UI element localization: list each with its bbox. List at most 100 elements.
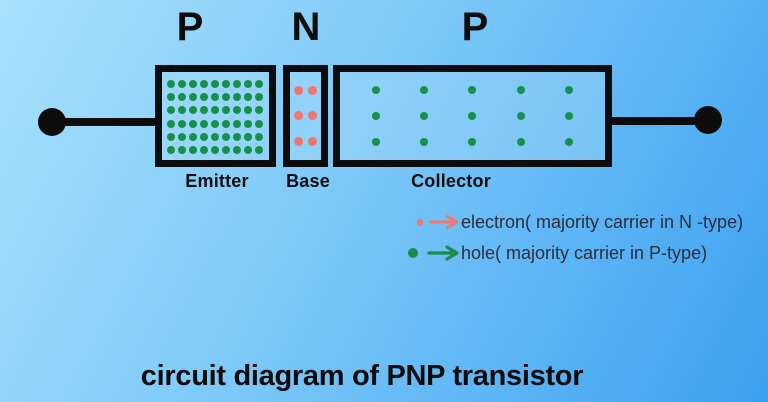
electron-dot	[307, 136, 317, 146]
hole-dot	[244, 146, 253, 155]
hole-dot	[177, 79, 186, 88]
hole-dot	[222, 79, 231, 88]
hole-dot	[177, 119, 186, 128]
emitter-region-box	[155, 65, 276, 167]
electron-dot	[294, 86, 304, 96]
right-lead-wire	[609, 117, 709, 125]
hole-dot	[177, 146, 186, 155]
hole-dot	[564, 112, 573, 120]
electron-dot	[307, 86, 317, 96]
hole-dot	[210, 106, 219, 115]
base-name-label: Base	[286, 171, 330, 191]
hole-dot	[244, 79, 253, 88]
hole-dot	[468, 86, 477, 94]
hole-dot	[188, 132, 197, 141]
collector-hole-dot-grid	[340, 72, 605, 160]
hole-dot	[564, 86, 573, 94]
emitter-type-label: P	[176, 5, 204, 49]
hole-dot	[177, 92, 186, 101]
hole-dot	[166, 106, 175, 115]
electron-dot	[294, 136, 304, 146]
hole-dot	[210, 79, 219, 88]
electron-dot	[307, 111, 317, 121]
hole-dot	[199, 92, 208, 101]
legend-label-electron: electron( majority carrier in N -type)	[461, 211, 744, 232]
hole-dot	[468, 138, 477, 146]
hole-dot	[244, 119, 253, 128]
hole-dot	[233, 79, 242, 88]
hole-dot	[199, 132, 208, 141]
hole-dot	[166, 119, 175, 128]
hole-dot	[516, 112, 525, 120]
hole-dot	[516, 86, 525, 94]
base-type-label: N	[291, 5, 321, 49]
hole-dot	[255, 106, 264, 115]
right-arrow-icon	[429, 214, 459, 230]
hole-dot	[420, 86, 429, 94]
legend-row-electron: electron( majority carrier in N -type)	[405, 208, 743, 236]
collector-type-label: P	[461, 5, 489, 49]
emitter-name-label: Emitter	[185, 171, 249, 191]
hole-dot	[210, 92, 219, 101]
hole-dot	[199, 146, 208, 155]
hole-dot	[210, 146, 219, 155]
electron-dot-arrow-icon	[405, 214, 461, 230]
hole-dot	[233, 146, 242, 155]
hole-dot	[372, 86, 381, 94]
hole-dot	[372, 138, 381, 146]
collector-name-label: Collector	[411, 171, 491, 191]
base-electron-dot-grid	[290, 72, 321, 160]
hole-dot	[468, 112, 477, 120]
hole-dot	[255, 92, 264, 101]
hole-dot	[222, 106, 231, 115]
hole-dot	[210, 132, 219, 141]
hole-dot	[255, 79, 264, 88]
hole-dot	[222, 119, 231, 128]
hole-dot	[199, 119, 208, 128]
hole-dot	[255, 119, 264, 128]
legend-row-hole: hole( majority carrier in P-type)	[405, 239, 743, 267]
hole-dot	[244, 106, 253, 115]
hole-dot	[177, 132, 186, 141]
hole-dot	[233, 119, 242, 128]
hole-dot	[372, 112, 381, 120]
hole-dot	[199, 79, 208, 88]
hole-dot	[166, 92, 175, 101]
hole-dot	[188, 119, 197, 128]
right-terminal-dot	[694, 106, 722, 134]
hole-dot	[564, 138, 573, 146]
hole-dot	[222, 132, 231, 141]
hole-dot	[420, 138, 429, 146]
hole-dot	[516, 138, 525, 146]
hole-dot	[233, 106, 242, 115]
emitter-hole-dot-grid	[162, 72, 269, 160]
hole-dot	[233, 132, 242, 141]
collector-region-box	[333, 65, 612, 167]
hole-dot	[244, 92, 253, 101]
hole-dot	[188, 92, 197, 101]
hole-dot	[188, 79, 197, 88]
right-arrow-icon	[427, 245, 459, 261]
hole-dot	[255, 146, 264, 155]
legend: electron( majority carrier in N -type) h…	[405, 208, 743, 267]
legend-label-hole: hole( majority carrier in P-type)	[461, 242, 708, 263]
hole-dot	[199, 106, 208, 115]
left-lead-wire	[52, 118, 157, 126]
hole-dot	[222, 146, 231, 155]
hole-dot-arrow-icon	[405, 245, 461, 261]
hole-dot	[233, 92, 242, 101]
hole-dot	[244, 132, 253, 141]
hole-dot	[255, 132, 264, 141]
hole-dot	[166, 79, 175, 88]
hole-dot	[188, 146, 197, 155]
hole-dot	[222, 92, 231, 101]
diagram-title: circuit diagram of PNP transistor	[140, 360, 584, 392]
hole-dot	[210, 119, 219, 128]
hole-dot	[188, 106, 197, 115]
base-region-box	[283, 65, 328, 167]
electron-dot	[294, 111, 304, 121]
hole-dot	[166, 132, 175, 141]
hole-dot	[177, 106, 186, 115]
hole-dot	[166, 146, 175, 155]
